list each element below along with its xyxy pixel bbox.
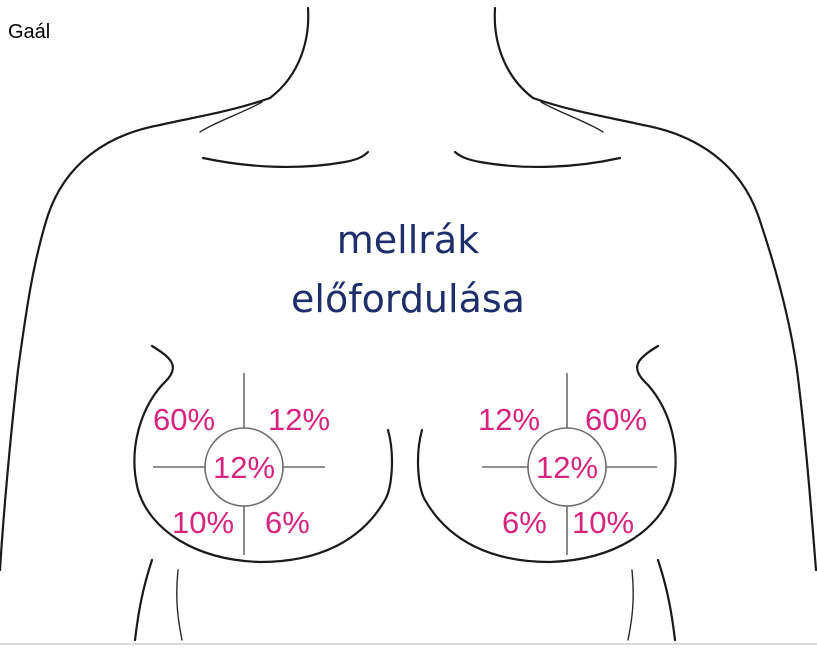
left-arm-inner-line bbox=[177, 570, 182, 640]
right-arm-line bbox=[658, 560, 675, 640]
title-line-1: mellrák bbox=[337, 218, 479, 262]
neck-right-line bbox=[495, 8, 533, 98]
left-trapezius-line bbox=[200, 102, 262, 132]
right-central-pct: 12% bbox=[536, 450, 598, 485]
right-trapezius-line bbox=[541, 102, 603, 132]
right-lower-inner-pct: 6% bbox=[502, 505, 547, 540]
right-lower-outer-pct: 10% bbox=[572, 505, 634, 540]
right-clavicle-line bbox=[455, 152, 620, 167]
neck-left-line bbox=[270, 8, 308, 98]
left-upper-outer-pct: 60% bbox=[153, 402, 215, 437]
title-line-2: előfordulása bbox=[291, 277, 525, 321]
left-clavicle-line bbox=[203, 152, 368, 167]
left-arm-line bbox=[135, 560, 152, 640]
left-lower-inner-pct: 6% bbox=[265, 505, 310, 540]
right-arm-inner-line bbox=[628, 570, 633, 640]
left-central-pct: 12% bbox=[213, 450, 275, 485]
right-upper-outer-pct: 60% bbox=[585, 402, 647, 437]
right-upper-inner-pct: 12% bbox=[478, 402, 540, 437]
left-upper-inner-pct: 12% bbox=[268, 402, 330, 437]
left-lower-outer-pct: 10% bbox=[172, 505, 234, 540]
author-label: Gaál bbox=[8, 21, 50, 43]
